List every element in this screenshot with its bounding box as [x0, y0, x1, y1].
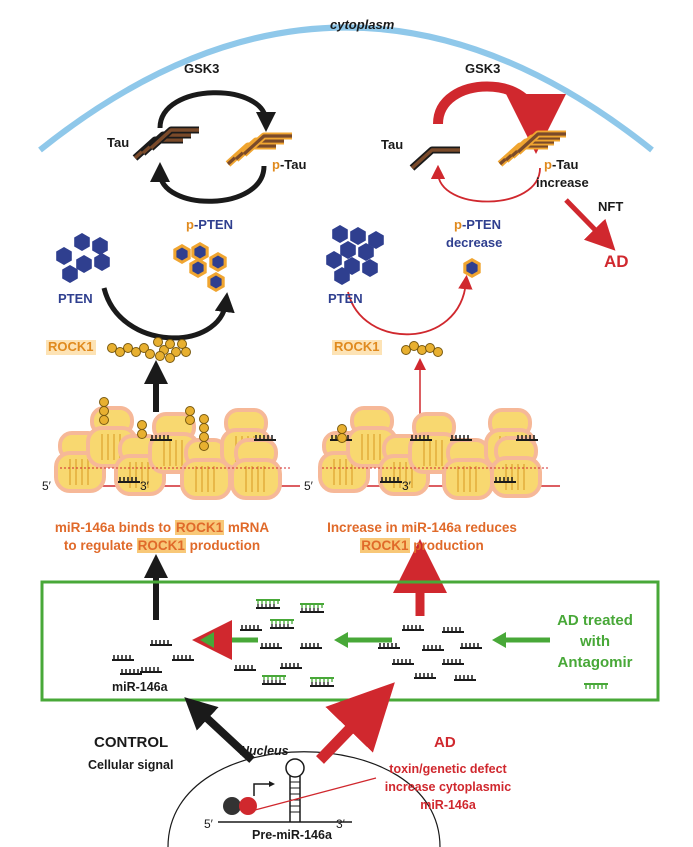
three-prime-left: 3′ — [140, 479, 149, 493]
right-gsk3-arrow — [433, 81, 566, 154]
right-pten-return-arrow — [430, 164, 541, 203]
mir146a-label: miR-146a — [112, 680, 168, 694]
rock1-beads-right — [401, 341, 443, 357]
three-prime-right: 3′ — [402, 479, 411, 493]
cellular-signal-label: Cellular signal — [88, 758, 174, 772]
left-gsk3-arrow — [157, 90, 276, 132]
toxin-genetic-defect-label: toxin/genetic defect increase cytoplasmi… — [384, 762, 512, 813]
ppten-decrease-label: decrease — [446, 235, 503, 250]
pre-mir146a-label: Pre-miR-146a — [252, 828, 332, 842]
pten-label-right: PTEN — [328, 291, 363, 306]
right-pten-arrow — [347, 274, 473, 336]
antagomir-symbol — [584, 683, 608, 689]
left-pten-return-arrow — [150, 162, 267, 204]
rock1-label-left: ROCK1 — [46, 339, 96, 355]
ad-export-arrow — [316, 682, 395, 764]
green-flow-arrows — [192, 620, 550, 660]
pten-label-left: PTEN — [58, 291, 93, 306]
tau-label-left: Tau — [107, 135, 130, 150]
ad-outcome-label: AD — [604, 252, 629, 271]
nucleus-label: Nucleus — [240, 744, 289, 758]
ppten-label-right: p-PTEN — [454, 217, 501, 232]
cytoplasm-label: cytoplasm — [330, 17, 395, 32]
five-prime-left: 5′ — [42, 479, 51, 493]
tau-label-right: Tau — [381, 137, 404, 152]
pten-hexagons-right — [326, 225, 384, 285]
ad-cause-label: AD — [434, 734, 456, 751]
five-prime-bottom: 5′ — [204, 817, 213, 831]
ppten-hexagon-right — [463, 258, 481, 278]
ribosome-cluster-left — [54, 397, 300, 500]
ppten-hexagons-left — [173, 242, 227, 292]
five-prime-right: 5′ — [304, 479, 313, 493]
left-pten-arrow — [101, 287, 235, 341]
cytoplasm-membrane — [38, 24, 654, 153]
caption-left: miR-146a binds to ROCK1 mRNA to regulate… — [54, 520, 270, 553]
ribosome-cluster-right — [318, 406, 560, 500]
rock1-beads-left — [107, 337, 191, 363]
ad-treated-antagomir-label: AD treated with Antagomir — [557, 612, 633, 671]
ptau-increase-label: increase — [536, 175, 589, 190]
control-export-arrow — [184, 697, 255, 763]
nft-label: NFT — [598, 199, 624, 214]
antagomir-duplexes — [255, 599, 335, 687]
ptau-label-right: p-Tau — [544, 157, 579, 172]
ptau-label-left: p-Tau — [272, 157, 307, 172]
ppten-label-left: p-PTEN — [186, 217, 233, 232]
tau-fibrils-left — [135, 130, 199, 158]
pten-hexagons-left — [56, 233, 110, 283]
pre-mir-gene — [218, 758, 377, 823]
gsk3-label-right: GSK3 — [465, 61, 501, 76]
control-label: CONTROL — [94, 734, 169, 751]
mirna-molecules — [111, 624, 483, 681]
nft-arrow — [564, 198, 616, 251]
tau-fibril-right — [412, 150, 460, 168]
gsk3-label-left: GSK3 — [184, 61, 220, 76]
nucleus-envelope — [167, 751, 441, 847]
three-prime-bottom: 3′ — [336, 817, 345, 831]
caption-right: Increase in miR-146a reduces ROCK1 produ… — [327, 520, 517, 553]
rock1-label-right: ROCK1 — [332, 339, 382, 355]
